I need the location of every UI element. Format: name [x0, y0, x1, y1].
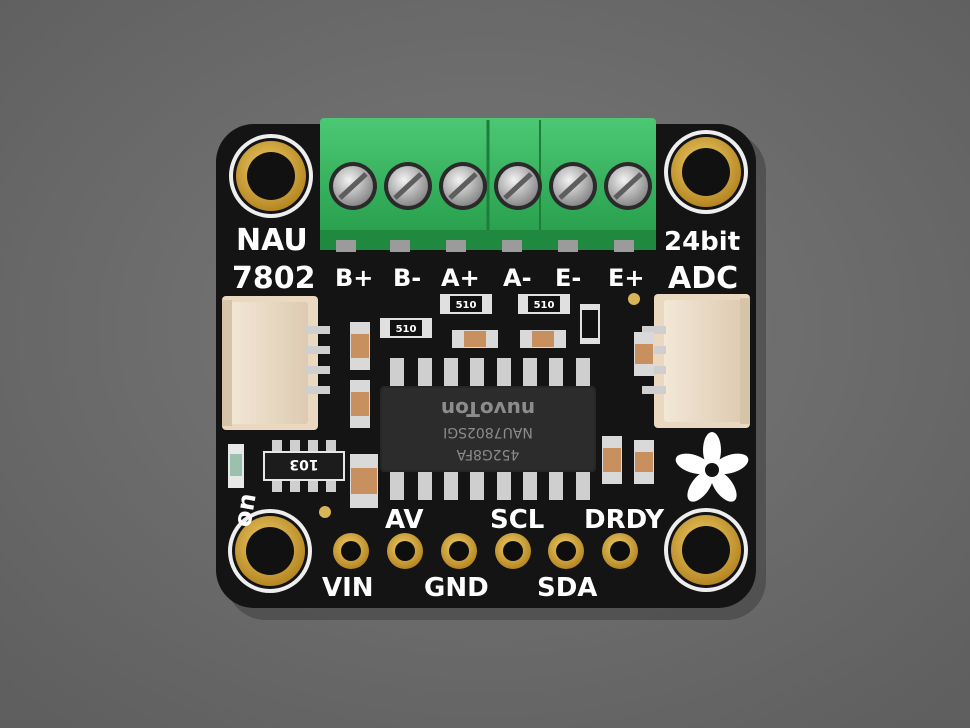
fiducial-dot — [319, 506, 331, 518]
pin-label-gnd: GND — [424, 573, 489, 603]
jst-connector-right — [642, 294, 750, 428]
resistor-array: 103 — [263, 440, 345, 492]
terminal-label: B+ — [335, 264, 373, 292]
nau7802-chip: 452G8FA NAU7802SGI nuvoTon — [380, 358, 596, 500]
terminal-screw-icon — [494, 162, 542, 210]
terminal-label: A+ — [441, 264, 480, 292]
jst-connector-left — [222, 296, 330, 430]
capacitor — [350, 322, 370, 370]
capacitor — [634, 332, 654, 376]
terminal-screw-icon — [439, 162, 487, 210]
terminal-label: E+ — [608, 264, 645, 292]
power-led — [228, 444, 244, 488]
mounting-hole-bottom-right — [664, 508, 748, 592]
resistor-code: 510 — [456, 300, 477, 311]
screw-terminal-block — [320, 118, 656, 252]
terminal-screw-icon — [549, 162, 597, 210]
header-pad-drdy — [602, 533, 638, 569]
mounting-hole-bottom-left — [228, 509, 312, 593]
board-name-top: NAU — [236, 223, 308, 258]
adc-bits-label: 24bit — [664, 227, 740, 257]
mounting-hole-top-left — [229, 134, 313, 218]
chip-part-number: NAU7802SGI — [443, 424, 533, 440]
terminal-label: B- — [393, 264, 421, 292]
capacitor — [350, 454, 378, 508]
pin-label-drdy: DRDY — [584, 505, 665, 535]
fiducial-dot — [628, 293, 640, 305]
board-name-bottom: 7802 — [232, 261, 316, 296]
capacitor — [520, 330, 566, 348]
terminal-screw-icon — [604, 162, 652, 210]
terminal-screw-icon — [329, 162, 377, 210]
on-led-label: on — [228, 491, 261, 529]
header-pad-scl — [495, 533, 531, 569]
capacitor — [452, 330, 498, 348]
header-pad-sda — [548, 533, 584, 569]
resistor-array-code: 103 — [289, 456, 318, 472]
pin-label-sda: SDA — [537, 573, 597, 603]
pin-label-scl: SCL — [490, 505, 544, 535]
resistor: 510 — [440, 294, 492, 314]
resistor: 510 — [518, 294, 570, 314]
header-pad-gnd — [441, 533, 477, 569]
adafruit-flower-logo-icon — [675, 432, 749, 502]
resistor-code: 510 — [534, 300, 555, 311]
capacitor — [350, 380, 370, 428]
resistor: 510 — [380, 318, 432, 338]
resistor — [580, 304, 600, 344]
terminal-screw-icon — [384, 162, 432, 210]
header-pad-vin — [333, 533, 369, 569]
mounting-hole-top-right — [664, 130, 748, 214]
chip-code: 452G8FA — [456, 446, 519, 462]
terminal-label: A- — [503, 264, 532, 292]
terminal-label: E- — [555, 264, 581, 292]
header-pad-av — [387, 533, 423, 569]
capacitor — [634, 440, 654, 484]
chip-brand: nuvoTon — [441, 397, 535, 421]
capacitor — [602, 436, 622, 484]
adc-label: ADC — [668, 261, 738, 296]
resistor-code: 510 — [396, 324, 417, 335]
pin-label-vin: VIN — [322, 573, 374, 603]
pin-label-av: AV — [385, 505, 423, 535]
